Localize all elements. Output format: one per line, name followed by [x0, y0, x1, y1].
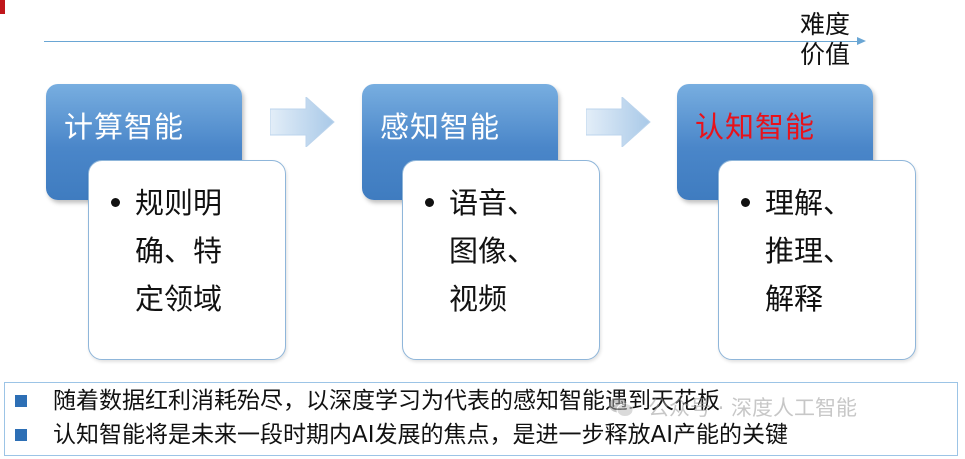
stage-perception-description: 语音、 图像、 视频	[449, 179, 589, 323]
watermark-text: 公众号 · 深度人工智能	[648, 396, 858, 420]
stage-computing-line-2: 确、特	[135, 234, 223, 268]
flow-arrow-right-icon	[586, 97, 651, 147]
stage-perception-card: 语音、 图像、 视频	[402, 160, 600, 360]
stage-computing-line-3: 定领域	[135, 282, 223, 316]
stage-perception-line-3: 视频	[449, 282, 508, 316]
stage-computing-description: 规则明 确、特 定领域	[135, 179, 275, 323]
stage-cognition-title: 认知智能	[695, 110, 816, 144]
wechat-icon	[609, 397, 634, 417]
corner-red-mark	[0, 0, 5, 14]
stage-cognition-line-2: 推理、	[765, 234, 853, 268]
stage-computing-line-1: 规则明	[135, 186, 223, 220]
summary-point-1-text: 随着数据红利消耗殆尽，以深度学习为代表的感知智能遇到天花板	[53, 388, 720, 414]
axis-label-value: 价值	[800, 40, 851, 69]
bullet-dot-icon	[425, 198, 434, 207]
stage-perception-line-1: 语音、	[449, 186, 537, 220]
summary-point-2-text: 认知智能将是未来一段时期内AI发展的焦点，是进一步释放AI产能的关键	[53, 422, 789, 448]
stage-cognition-line-3: 解释	[765, 282, 824, 316]
square-bullet-icon	[15, 429, 27, 441]
square-bullet-icon	[15, 395, 27, 407]
flow-arrow-right-icon	[270, 97, 335, 147]
stage-cognition-description: 理解、 推理、 解释	[765, 179, 905, 323]
stage-computing-title: 计算智能	[64, 110, 185, 144]
stage-perception-title: 感知智能	[380, 110, 501, 144]
difficulty-value-axis-line	[44, 41, 859, 42]
stage-cognition-card: 理解、 推理、 解释	[718, 160, 916, 360]
axis-arrowhead-icon	[857, 37, 866, 45]
stage-perception-line-2: 图像、	[449, 234, 537, 268]
bullet-dot-icon	[741, 198, 750, 207]
stage-cognition-line-1: 理解、	[765, 186, 853, 220]
stage-computing-card: 规则明 确、特 定领域	[88, 160, 286, 360]
axis-label: 难度 价值	[800, 10, 850, 70]
axis-label-difficulty: 难度	[800, 10, 851, 39]
bullet-dot-icon	[111, 198, 120, 207]
summary-box: 随着数据红利消耗殆尽，以深度学习为代表的感知智能遇到天花板 认知智能将是未来一段…	[4, 382, 958, 456]
